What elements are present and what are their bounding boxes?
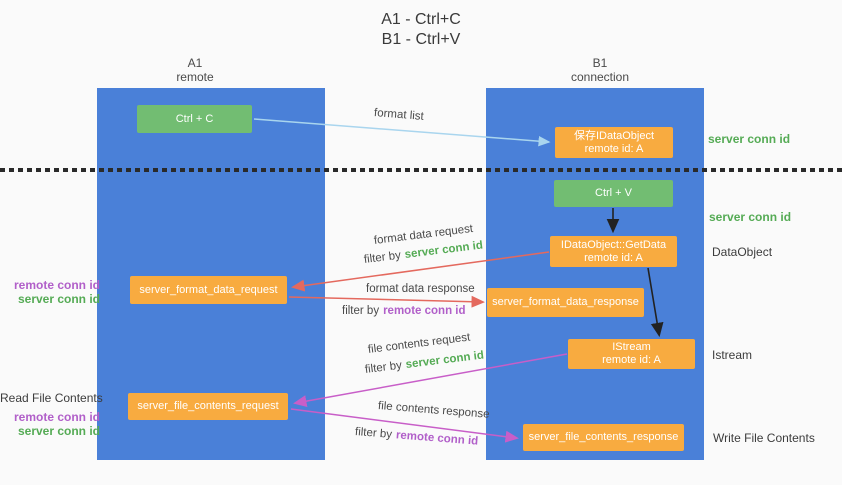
node-istream-line1: IStream	[612, 341, 651, 353]
node-server-format-data-request: server_format_data_request	[130, 276, 287, 304]
node-istream-line2: remote id: A	[602, 354, 661, 366]
arrow-format-data-request	[291, 251, 550, 292]
annotation-server-conn-id-top: server conn id	[708, 132, 791, 146]
annotation-dataobject: DataObject	[712, 245, 773, 259]
node-getdata-line1: IDataObject::GetData	[560, 238, 667, 251]
node-format-request-label: server_format_data_request	[139, 283, 278, 296]
lane-a1-title: A1	[187, 56, 203, 70]
node-ctrl-c-label: Ctrl + C	[175, 112, 214, 125]
title-line-2: B1 - Ctrl+V	[381, 31, 461, 48]
annotation-format-server-conn-id: server conn id	[17, 292, 100, 306]
node-file-response-label: server_file_contents_response	[528, 431, 679, 443]
annotation-read-file-contents: Read File Contents	[0, 391, 103, 405]
node-getdata-line2: remote id: A	[584, 251, 643, 264]
lane-b1-header: B1 connection	[540, 56, 660, 84]
node-ctrl-v: Ctrl + V	[554, 180, 673, 207]
title-line-1: A1 - Ctrl+C	[381, 11, 461, 28]
node-ctrl-c: Ctrl + C	[137, 105, 252, 133]
arrow-format-list	[253, 118, 551, 147]
node-server-file-contents-request: server_file_contents_request	[128, 393, 288, 420]
annotation-format-remote-conn-id: remote conn id	[13, 278, 100, 292]
node-ctrl-v-label: Ctrl + V	[595, 187, 632, 199]
node-save-dataobject: 保存IDataObject remote id: A	[555, 127, 673, 158]
lane-a1-header: A1 remote	[135, 56, 255, 84]
lane-b1-subtitle: connection	[570, 70, 630, 84]
arrow-getdata-to-istream	[647, 267, 664, 338]
annotation-istream: Istream	[712, 348, 753, 362]
arrow-file-contents-request	[293, 353, 568, 408]
diagram-title: A1 - Ctrl+C B1 - Ctrl+V	[0, 10, 842, 50]
node-save-dataobject-line2: remote id: A	[584, 142, 644, 155]
arrow-file-contents-response	[290, 408, 519, 443]
node-file-request-label: server_file_contents_request	[137, 400, 279, 412]
node-server-format-data-response: server_format_data_response	[487, 288, 644, 317]
arrow-label-format-data-response: format data response	[366, 283, 475, 295]
lane-b1-title: B1	[592, 56, 608, 70]
arrow-format-data-response	[288, 295, 485, 308]
lane-a1-subtitle: remote	[176, 70, 214, 84]
annotation-file-remote-conn-id: remote conn id	[13, 410, 100, 424]
node-save-dataobject-line1: 保存IDataObject	[573, 129, 655, 142]
annotation-write-file-contents: Write File Contents	[713, 431, 815, 445]
annotation-file-server-conn-id: server conn id	[17, 424, 100, 438]
session-divider-dotted-line	[0, 168, 842, 172]
node-istream: IStream remote id: A	[568, 339, 695, 369]
filter-prefix: filter by	[342, 305, 380, 317]
filter-key-remote-conn-id: remote conn id	[383, 305, 466, 317]
node-server-file-contents-response: server_file_contents_response	[523, 424, 684, 451]
annotation-server-conn-id-mid: server conn id	[709, 210, 792, 224]
node-idataobject-getdata: IDataObject::GetData remote id: A	[550, 236, 677, 267]
node-format-response-label: server_format_data_response	[492, 296, 639, 308]
